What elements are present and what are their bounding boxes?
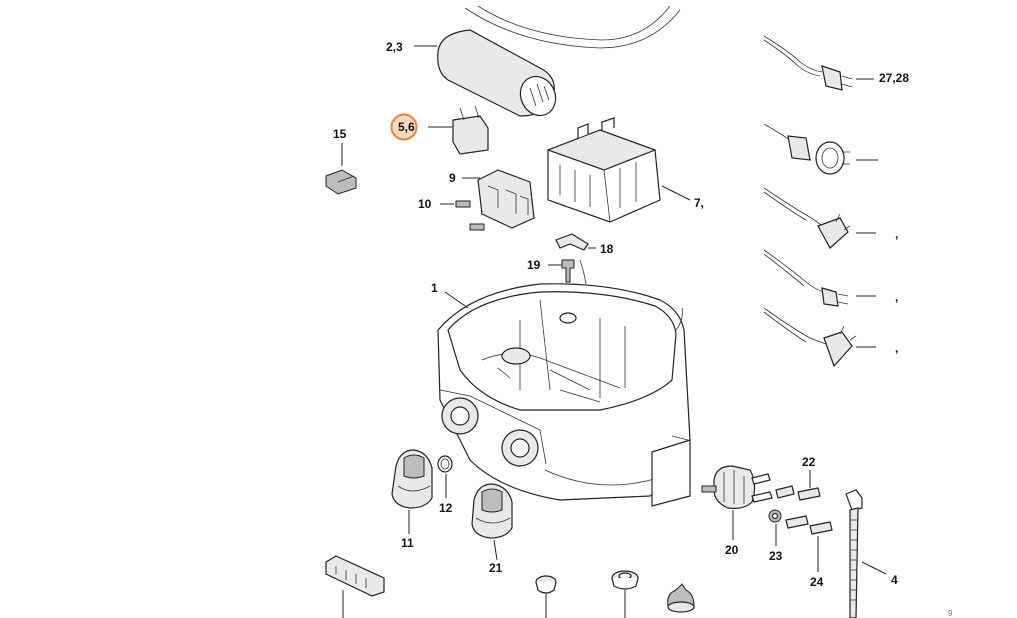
grommet-part-3[interactable] [667,583,695,613]
label-clip: 18 [600,242,614,256]
corner-mark: 9 [948,609,953,618]
label-oring: 12 [439,501,453,515]
plug-au[interactable] [763,307,876,368]
label-screw-10: 10 [418,197,432,211]
label-plug-au: , [895,341,898,355]
housing-part[interactable] [437,259,691,507]
label-knob-21: 21 [489,561,503,575]
label-plug-eu: 27,28 [879,71,909,85]
relay-part[interactable] [428,105,489,155]
label-relay: 5,6 [398,120,415,134]
plug-eu[interactable] [763,35,874,91]
plug-us[interactable] [763,249,876,307]
cable-tie-part[interactable] [845,489,887,618]
label-screw-19: 19 [527,258,541,272]
nut-part[interactable] [768,509,782,546]
pin-part-24[interactable] [785,515,833,572]
label-capacitor: 2,3 [386,40,403,54]
label-plug-uk: , [895,227,898,241]
screw-part-19[interactable] [548,259,575,283]
socket-part[interactable] [462,169,535,229]
switch-part[interactable] [701,465,773,540]
grommet-part-1[interactable] [535,575,557,618]
label-plug-us: , [895,290,898,304]
label-knob-11: 11 [401,536,414,550]
lid-edge [464,5,681,49]
label-cap: 15 [333,127,347,141]
knob-part-21[interactable] [471,483,513,561]
label-nut: 23 [769,549,783,563]
cap-part[interactable] [325,143,357,195]
oring-part[interactable] [437,455,453,498]
capacitor[interactable] [414,29,562,121]
plug-cee[interactable] [763,123,878,175]
knob-part-11[interactable] [391,449,433,534]
label-contactor: 7, [694,196,704,210]
bracket-part[interactable] [325,555,385,618]
plug-uk[interactable] [763,187,876,249]
highlight-circle [390,113,418,141]
clip-part[interactable] [555,233,596,251]
grommet-part-2[interactable] [611,570,639,618]
label-pin-22: 22 [802,455,816,469]
screw-part-10[interactable] [440,200,485,231]
label-cable-tie: 4 [891,573,898,587]
label-pin-24: 24 [810,575,824,589]
pin-part-22[interactable] [775,470,821,501]
label-housing: 1 [431,281,438,295]
contactor-part[interactable] [546,117,691,223]
label-socket: 9 [449,171,456,185]
label-switch: 20 [725,543,739,557]
